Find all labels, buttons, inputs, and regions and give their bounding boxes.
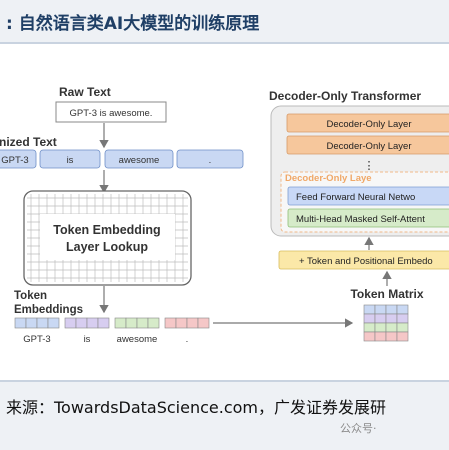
token-row: GPT-3 is awesome. (0, 149, 244, 169)
token-box (0, 149, 37, 169)
token-matrix-label: Token Matrix (350, 287, 423, 301)
token-box (176, 149, 244, 169)
embedding-token-label: . (186, 334, 189, 345)
embedding-layer-label-2: Layer Lookup (66, 240, 148, 254)
embedding-token-labels: GPT-3 is awesome. (23, 334, 188, 345)
matrix-cell (385, 331, 398, 342)
attention-layer (287, 208, 449, 228)
ffn-layer-label: Feed Forward Neural Netwo (296, 192, 415, 203)
matrix-cell (396, 313, 409, 324)
matrix-cell (396, 322, 409, 333)
embedding-cell (125, 317, 138, 329)
embedding-cell (136, 317, 149, 329)
matrix-cell (385, 322, 398, 333)
raw-text-label: Raw Text (59, 85, 111, 99)
token-text: . (209, 155, 212, 166)
tokenized-text-label: nized Text (0, 135, 57, 149)
embedding-cell (164, 317, 177, 329)
raw-text-value: GPT-3 is awesome. (70, 108, 153, 119)
token-embeddings-label-2: Embeddings (14, 304, 83, 316)
embedding-cell (25, 317, 38, 329)
decoder-layer-2-label: Decoder-Only Layer (326, 141, 411, 152)
token-matrix-grid (363, 304, 409, 342)
title-bar (0, 0, 449, 44)
matrix-cell (374, 304, 387, 315)
token-text: GPT-3 (1, 155, 28, 166)
matrix-cell (363, 313, 376, 324)
token-embeddings-label-1: Token (14, 290, 47, 302)
source-text: 来源：TowardsDataScience.com，广发证券发展研 (6, 398, 387, 417)
embedding-cell (147, 317, 160, 329)
embedding-cell (175, 317, 188, 329)
matrix-cell (385, 304, 398, 315)
decoder-layer-detail-title: Decoder-Only Laye (285, 173, 372, 184)
embedding-token-label: is (84, 334, 91, 345)
token-text: awesome (119, 155, 160, 166)
token-text: is (67, 155, 74, 166)
matrix-cell (374, 313, 387, 324)
embedding-lookup-table (23, 190, 192, 286)
decoder-layer-2 (286, 135, 449, 155)
watermark: 公众号· (340, 422, 377, 435)
embedding-cell (64, 317, 77, 329)
embedding-layer-label-1: Token Embedding (53, 223, 160, 237)
token-box (104, 149, 174, 169)
embedding-cell (114, 317, 127, 329)
matrix-cell (396, 304, 409, 315)
token-box (39, 149, 101, 169)
source-bar (0, 380, 449, 450)
embedding-cell (36, 317, 49, 329)
decoder-layer-1 (286, 113, 449, 133)
matrix-cell (374, 322, 387, 333)
layers-ellipsis: ⋮ (364, 160, 375, 172)
embedding-cell (14, 317, 27, 329)
embedding-cell (97, 317, 110, 329)
matrix-cell (396, 331, 409, 342)
ffn-layer (287, 186, 449, 206)
decoder-layer-1-label: Decoder-Only Layer (326, 119, 411, 130)
matrix-cell (363, 331, 376, 342)
matrix-cell (363, 304, 376, 315)
embedding-vector-row (14, 317, 210, 329)
positional-embedding-box (278, 250, 449, 270)
matrix-cell (374, 331, 387, 342)
embedding-cell (86, 317, 99, 329)
embedding-cell (186, 317, 199, 329)
embedding-cell (197, 317, 210, 329)
embedding-cell (47, 317, 60, 329)
embedding-token-label: awesome (117, 334, 158, 345)
figure-title: : 自然语言类AI大模型的训练原理 (6, 14, 260, 34)
transformer-title: Decoder-Only Transformer (269, 89, 421, 103)
embedding-token-label: GPT-3 (23, 334, 50, 345)
matrix-cell (385, 313, 398, 324)
positional-embedding-label: + Token and Positional Embedo (299, 256, 433, 267)
attention-layer-label: Multi-Head Masked Self-Attent (296, 214, 425, 225)
matrix-cell (363, 322, 376, 333)
training-diagram: Raw Text GPT-3 is awesome. nized Text GP… (0, 85, 449, 345)
embedding-cell (75, 317, 88, 329)
raw-text-box (55, 101, 167, 123)
